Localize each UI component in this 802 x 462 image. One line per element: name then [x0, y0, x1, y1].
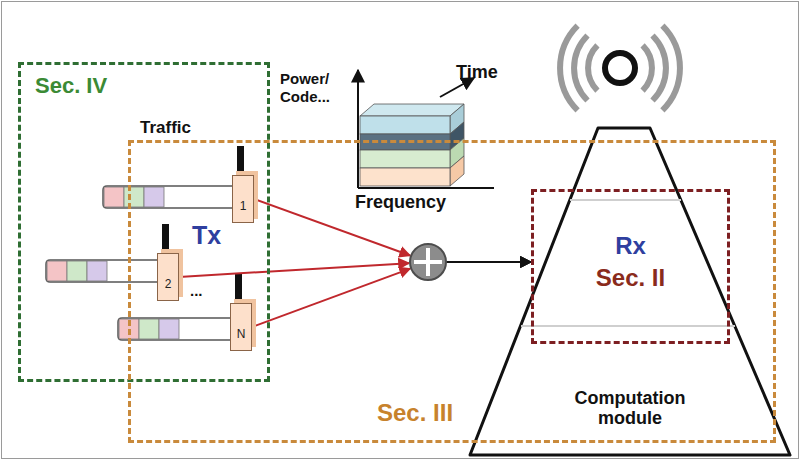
signal-icon	[560, 26, 680, 111]
device-box: 2	[157, 253, 179, 301]
axis-label: Time	[456, 62, 498, 84]
node-text: N	[237, 328, 246, 342]
traffic-queue	[118, 318, 230, 340]
axis-label: Frequency	[355, 192, 446, 214]
tower-body	[470, 128, 790, 455]
section-box: RxSec. II Sec. III	[128, 140, 776, 443]
connector-path	[446, 261, 531, 263]
device-box: N	[230, 303, 252, 351]
sum-symbol	[410, 244, 446, 280]
receiver-box: RxSec. II	[531, 189, 730, 344]
signal-connector	[179, 262, 531, 277]
node-text: Computation module	[555, 388, 705, 429]
tower-shape: Computation module	[470, 128, 790, 455]
traffic-queue	[103, 186, 232, 208]
resource-stack	[358, 70, 494, 188]
node-text: 1	[240, 200, 247, 214]
tower-line	[570, 199, 681, 201]
traffic-queue	[46, 260, 158, 282]
node-text: Sec. II	[596, 264, 665, 292]
tx-label: Tx	[192, 220, 221, 250]
connector-path	[252, 269, 410, 327]
section-box: 1 2N Sec. IV	[18, 62, 270, 382]
node-text: 2	[165, 278, 172, 292]
signal-connector	[252, 262, 531, 327]
node-text: Rx	[615, 232, 646, 260]
node-text: Sec. IV	[35, 73, 107, 98]
traffic-label: Traffic	[140, 118, 191, 138]
node-text: Sec. III	[377, 399, 453, 427]
connector-path	[446, 261, 531, 263]
device-box: 1	[232, 175, 254, 223]
axis-label: Power/ Code...	[280, 70, 340, 106]
connector-path	[179, 263, 409, 277]
connector-path	[446, 261, 531, 263]
ellipsis-label: ...	[190, 282, 203, 300]
tower-line	[521, 325, 735, 327]
